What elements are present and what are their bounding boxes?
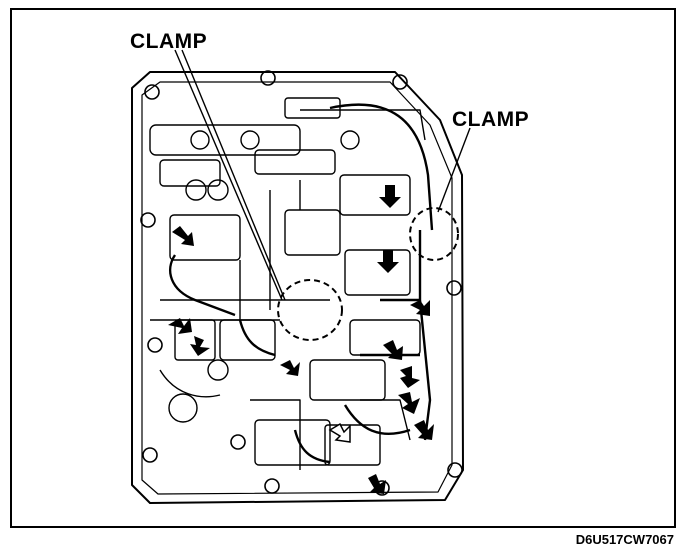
clamp-label-right: CLAMP: [452, 108, 530, 131]
clamp-label-left: CLAMP: [130, 30, 208, 53]
clamp-circle-left: [277, 279, 343, 341]
clamp-circle-right: [409, 207, 459, 261]
connector-arrows: [168, 185, 434, 494]
leader-line-right: [437, 127, 471, 213]
bolt-holes: [140, 70, 463, 496]
figure-frame: [10, 8, 676, 528]
leader-line-left: [174, 49, 283, 301]
housing-outline: [131, 71, 464, 504]
figure-code: D6U517CW7067: [575, 532, 674, 547]
outline-arrow: [328, 422, 351, 443]
